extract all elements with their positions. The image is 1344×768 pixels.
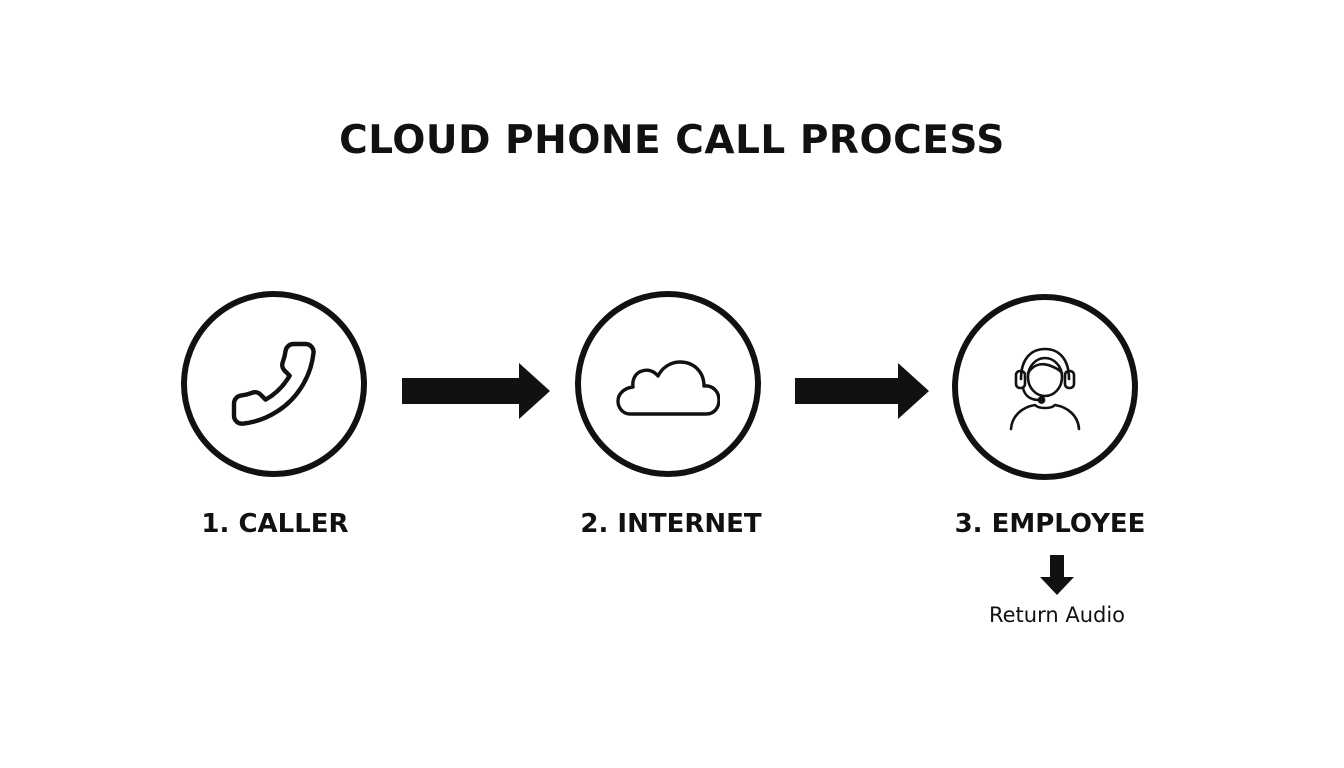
flow-arrow-internet-to-employee	[795, 363, 929, 419]
return-audio-arrow	[1040, 555, 1074, 595]
headset-agent-icon	[1009, 347, 1081, 431]
phone-handset-icon	[231, 341, 316, 426]
caller-label: 1. CALLER	[201, 509, 349, 539]
caller-node	[181, 291, 367, 477]
internet-label: 2. INTERNET	[580, 509, 762, 539]
internet-node	[575, 291, 761, 477]
flow-arrow-caller-to-internet	[402, 363, 550, 419]
return-audio-label: Return Audio	[988, 603, 1126, 627]
employee-label: 3. EMPLOYEE	[954, 509, 1146, 539]
diagram-title: CLOUD PHONE CALL PROCESS	[339, 118, 1005, 163]
employee-node	[952, 294, 1138, 480]
cloud-icon	[616, 360, 720, 416]
